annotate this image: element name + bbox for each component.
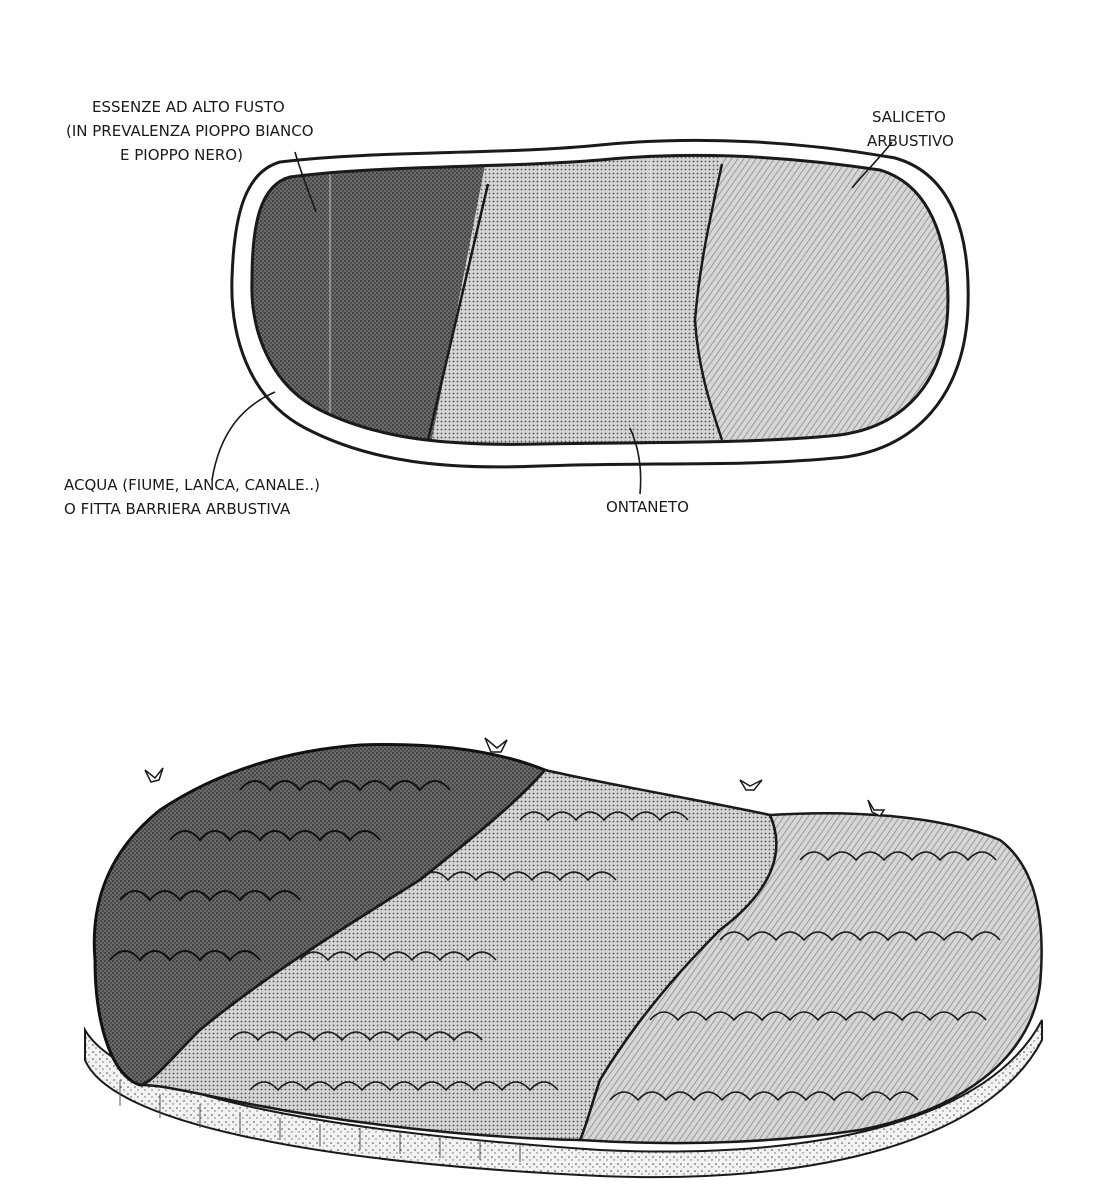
bird-icon: [485, 738, 507, 752]
bird-icon: [145, 768, 163, 782]
bird-icon: [740, 780, 762, 790]
leader-line: [212, 392, 275, 480]
label-tall-trees: ESSENZE AD ALTO FUSTO (IN PREVALENZA PIO…: [66, 98, 318, 164]
label-alder: ONTANETO: [606, 498, 689, 516]
perspective-view: [85, 738, 1042, 1177]
plan-view: ESSENZE AD ALTO FUSTO (IN PREVALENZA PIO…: [64, 98, 980, 518]
label-water: ACQUA (FIUME, LANCA, CANALE..) O FITTA B…: [64, 476, 325, 518]
label-willow: SALICETO ARBUSTIVO: [867, 108, 954, 150]
